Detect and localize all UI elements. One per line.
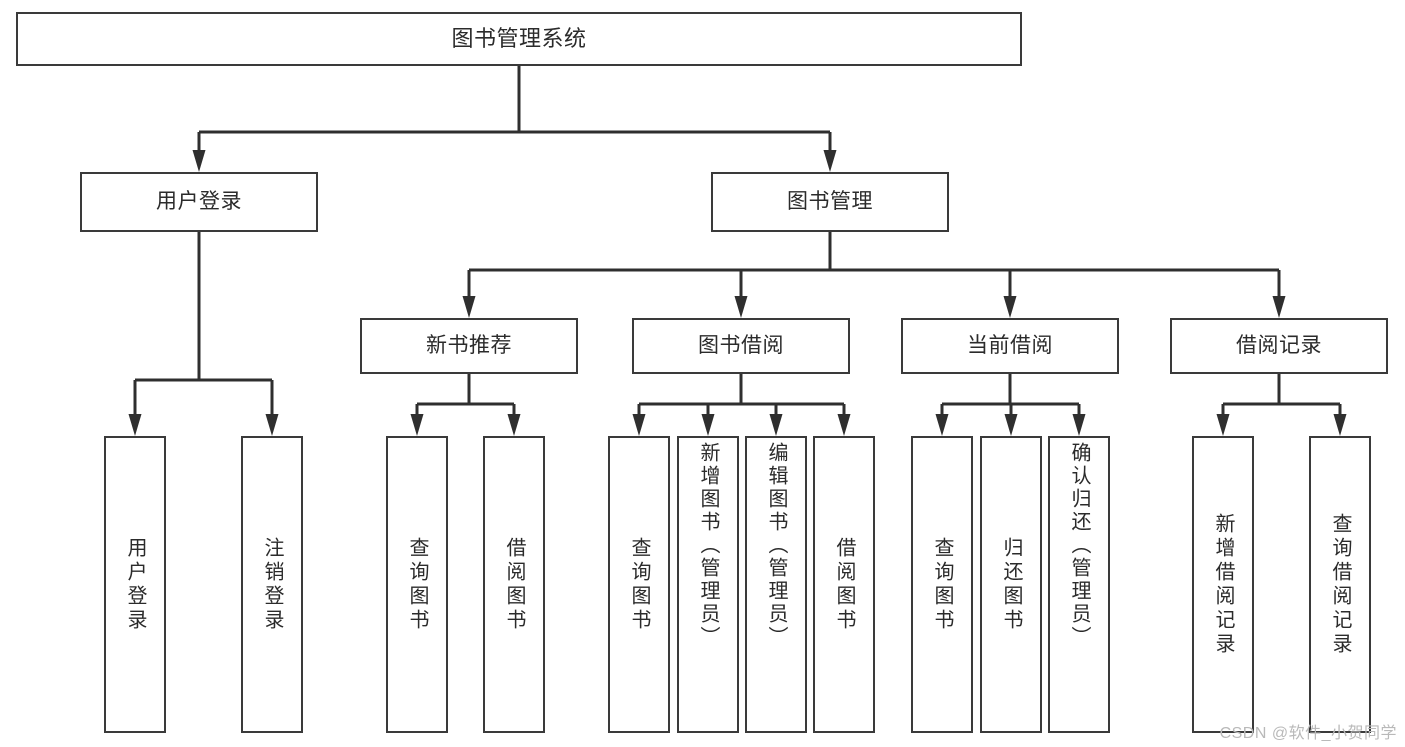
node-leaf-bb-edit[interactable]: 编辑图书（管理员） [745,436,807,733]
borrow-record-to-leaves-arrow-0 [1216,414,1230,436]
book-manage-to-level2-arrow-2 [1003,296,1017,318]
book-manage-to-level2-arrow-3 [1272,296,1286,318]
root-to-level1-arrow-1 [823,150,837,172]
node-leaf-user-login-label: 用户登录 [124,536,146,633]
node-leaf-br-add[interactable]: 新增借阅记录 [1192,436,1254,733]
borrow-record-to-leaves-arrow-1 [1333,414,1347,436]
node-leaf-bb-borrow-label: 借阅图书 [833,536,855,633]
node-leaf-rec-query-label: 查询图书 [406,536,428,633]
node-leaf-br-add-label: 新增借阅记录 [1212,512,1234,657]
node-leaf-bb-add-label: 新增图书（管理员） [697,442,719,649]
new-book-rec-to-leaves-arrow-0 [410,414,424,436]
node-user-login-label: 用户登录 [156,190,242,214]
node-leaf-cb-return-label: 归还图书 [1000,536,1022,633]
new-book-rec-to-leaves-arrow-1 [507,414,521,436]
book-manage-to-level2-arrow-0 [462,296,476,318]
node-root-label: 图书管理系统 [451,25,587,51]
book-borrow-to-leaves-arrow-2 [769,414,783,436]
node-leaf-br-query-label: 查询借阅记录 [1329,512,1351,657]
node-leaf-cb-confirm[interactable]: 确认归还（管理员） [1048,436,1110,733]
node-borrow-record[interactable]: 借阅记录 [1170,318,1388,374]
node-leaf-bb-add[interactable]: 新增图书（管理员） [677,436,739,733]
node-leaf-bb-query[interactable]: 查询图书 [608,436,670,733]
node-leaf-cb-query[interactable]: 查询图书 [911,436,973,733]
node-leaf-rec-borrow[interactable]: 借阅图书 [483,436,545,733]
node-leaf-user-logout[interactable]: 注销登录 [241,436,303,733]
node-leaf-bb-query-label: 查询图书 [628,536,650,633]
node-current-borrow-label: 当前借阅 [967,334,1053,358]
node-new-book-rec-label: 新书推荐 [426,334,512,358]
current-borrow-to-leaves-arrow-2 [1072,414,1086,436]
node-borrow-record-label: 借阅记录 [1236,334,1322,358]
node-current-borrow[interactable]: 当前借阅 [901,318,1119,374]
node-leaf-cb-return[interactable]: 归还图书 [980,436,1042,733]
node-root[interactable]: 图书管理系统 [16,12,1022,66]
node-leaf-rec-query[interactable]: 查询图书 [386,436,448,733]
book-borrow-to-leaves-arrow-0 [632,414,646,436]
node-leaf-bb-borrow[interactable]: 借阅图书 [813,436,875,733]
book-borrow-to-leaves-arrow-3 [837,414,851,436]
node-leaf-bb-edit-label: 编辑图书（管理员） [765,442,787,649]
node-leaf-user-logout-label: 注销登录 [261,536,283,633]
node-book-borrow[interactable]: 图书借阅 [632,318,850,374]
node-leaf-user-login[interactable]: 用户登录 [104,436,166,733]
watermark-text: CSDN @软件_小贺同学 [1219,725,1397,742]
book-borrow-to-leaves-arrow-1 [701,414,715,436]
user-login-to-leaves-arrow-1 [265,414,279,436]
node-book-manage[interactable]: 图书管理 [711,172,949,232]
node-leaf-br-query[interactable]: 查询借阅记录 [1309,436,1371,733]
node-book-manage-label: 图书管理 [787,190,873,214]
root-to-level1-arrow-0 [192,150,206,172]
node-leaf-cb-confirm-label: 确认归还（管理员） [1068,442,1090,649]
current-borrow-to-leaves-arrow-1 [1004,414,1018,436]
node-leaf-cb-query-label: 查询图书 [931,536,953,633]
node-book-borrow-label: 图书借阅 [698,334,784,358]
user-login-to-leaves-arrow-0 [128,414,142,436]
book-manage-to-level2-arrow-1 [734,296,748,318]
node-user-login[interactable]: 用户登录 [80,172,318,232]
current-borrow-to-leaves-arrow-0 [935,414,949,436]
node-new-book-rec[interactable]: 新书推荐 [360,318,578,374]
node-leaf-rec-borrow-label: 借阅图书 [503,536,525,633]
